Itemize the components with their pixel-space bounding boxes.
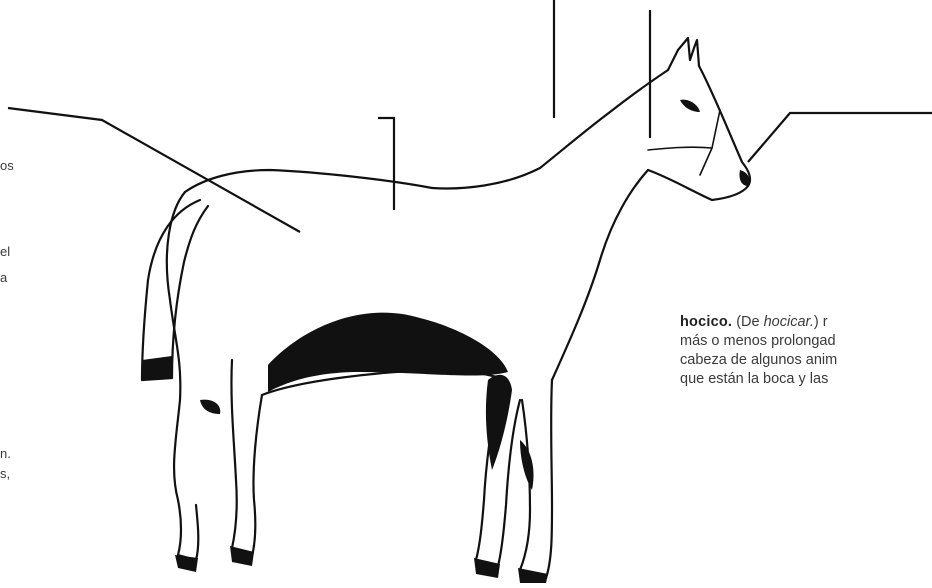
left-text-fragment: el [0, 244, 10, 259]
leader-lines [8, 0, 932, 232]
left-text-fragment: s, [0, 466, 10, 481]
etymology-word: hocicar. [764, 314, 814, 330]
definition-line-3: cabeza de algunos anim [680, 351, 837, 370]
headword: hocico. [680, 314, 732, 330]
definition-line-2: más o menos prolongad [680, 332, 837, 351]
left-text-fragment: os [0, 158, 14, 173]
leader-line-muzzle [748, 113, 932, 162]
etymology-close: ) r [814, 314, 828, 330]
definition-line-1: hocico. (De hocicar.) r [680, 313, 837, 332]
leader-line-back [378, 118, 394, 210]
etymology-open: (De [736, 314, 763, 330]
horse-outline [142, 38, 750, 578]
left-text-fragment: a [0, 270, 7, 285]
definition-line-4: que están la boca y las [680, 370, 837, 389]
dictionary-definition: hocico. (De hocicar.) r más o menos prol… [680, 313, 837, 389]
left-text-fragment: n. [0, 446, 11, 461]
